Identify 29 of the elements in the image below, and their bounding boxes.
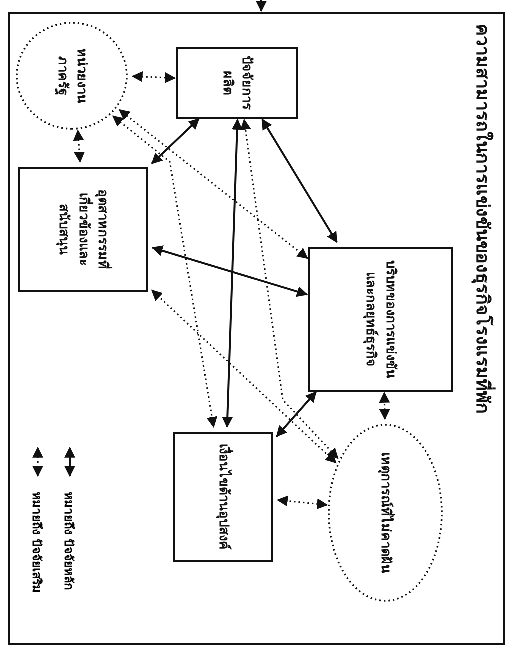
node-label: เหตุการณ์ที่ไม่คาดฝัน: [377, 452, 396, 576]
legend-text: หมายถึง ปัจจัยเสริม: [30, 492, 46, 594]
dotted-ellipse: [16, 22, 128, 130]
title: ความสามารถในการแข่งขันของธุรกิจโรงแรมที่พัก: [469, 24, 498, 414]
process-box: [173, 432, 273, 562]
arrow: [276, 391, 317, 438]
arrow: [262, 118, 338, 244]
arrow: [132, 71, 176, 84]
arrow: [240, 118, 339, 460]
process-box: [176, 47, 298, 119]
node-label: บริบทของการแข่งขันและกลยุทธ์ธุรกิจ: [362, 260, 399, 380]
node-label: เงื่อนไขด้านอุปสงค์: [209, 440, 237, 554]
arrow: [112, 116, 218, 428]
process-box: [18, 167, 148, 292]
arrow: [152, 246, 308, 298]
arrow: [151, 290, 337, 464]
arrow: [256, 0, 267, 12]
arrow: [276, 496, 328, 510]
node-label: หน่วยงานภาครัฐ: [54, 48, 90, 106]
dotted-ellipse: [328, 424, 443, 602]
legend-text: หมายถึง ปัจจัยหลัก: [62, 492, 78, 590]
arrow: [118, 109, 308, 260]
node-label: อุตสาหกรรมที่เกี่ยวข้องและสนับสนุน: [55, 188, 114, 272]
node-label: ปัจจัยการผลิต: [219, 55, 256, 112]
arrow: [379, 392, 390, 420]
arrow: [151, 118, 200, 164]
arrow: [73, 130, 86, 164]
process-box: [308, 247, 453, 392]
arrow: [222, 118, 243, 428]
